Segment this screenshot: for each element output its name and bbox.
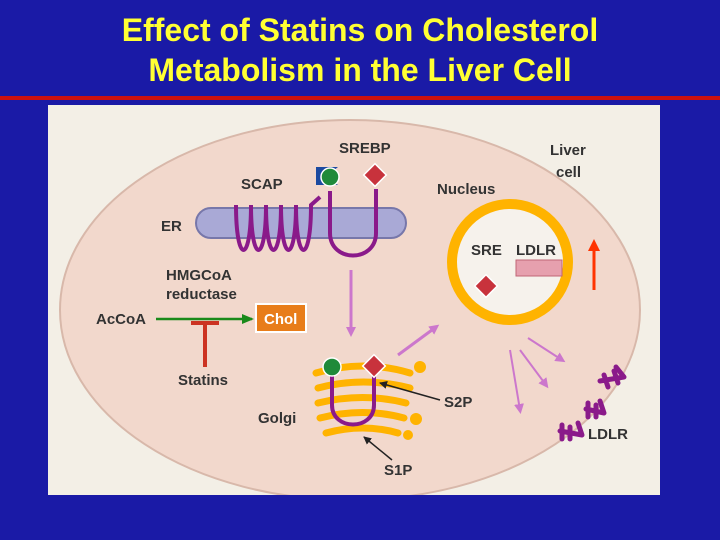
title-divider	[0, 96, 720, 100]
liver-cell-diagram: SREBP Liver cell SCAP Nucleus ER SRE LDL…	[59, 119, 641, 495]
label-chol: Chol	[264, 311, 297, 328]
srebp-red-domain	[362, 162, 388, 188]
slide-title: Effect of Statins on Cholesterol Metabol…	[0, 10, 720, 90]
label-sre: SRE	[471, 242, 502, 259]
golgi-cisterna	[314, 378, 414, 392]
label-acoa: AcCoA	[96, 311, 146, 328]
scap-protein	[234, 195, 322, 252]
ldlr-gene-bar	[515, 259, 563, 277]
label-ldlr-receptor: LDLR	[588, 426, 628, 443]
title-line-1: Effect of Statins on Cholesterol	[121, 12, 599, 48]
s1p-pointer	[363, 436, 393, 461]
srebp-protein-er	[328, 189, 378, 258]
ldlr-traffic-arrow	[527, 337, 566, 363]
label-hmgcoa: HMGCoA	[166, 267, 232, 284]
label-statins: Statins	[178, 372, 228, 389]
golgi-cisterna	[316, 409, 408, 422]
label-liver: Liver	[550, 142, 586, 159]
golgi-vesicle	[414, 361, 426, 373]
srebp-green-domain	[320, 167, 340, 187]
title-line-2: Metabolism in the Liver Cell	[148, 52, 572, 88]
s2p-pointer	[379, 381, 441, 401]
label-reductase: reductase	[166, 286, 237, 303]
label-nucleus: Nucleus	[437, 181, 495, 198]
sre-red-domain	[473, 273, 499, 299]
label-s2p: S2P	[444, 394, 472, 411]
label-cell: cell	[556, 164, 581, 181]
golgi-cisterna	[322, 424, 402, 437]
golgi-cisterna	[314, 394, 410, 407]
label-srebp: SREBP	[339, 140, 391, 157]
diagram-panel: SREBP Liver cell SCAP Nucleus ER SRE LDL…	[48, 105, 660, 495]
label-ldlr-gene: LDLR	[516, 242, 556, 259]
ldlr-traffic-arrow	[519, 349, 549, 389]
golgi-to-nucleus-arrow	[397, 324, 440, 357]
label-golgi: Golgi	[258, 410, 296, 427]
golgi-vesicle	[410, 413, 422, 425]
ldl-receptor-icon	[557, 364, 627, 442]
golgi-vesicle	[403, 430, 413, 440]
chol-box	[255, 303, 307, 333]
ldlr-traffic-arrow	[509, 349, 524, 414]
srebp-protein-golgi	[330, 369, 376, 427]
srebp-red-domain-golgi	[361, 353, 387, 379]
srebp-green-domain-golgi	[322, 357, 342, 377]
label-er: ER	[161, 218, 182, 235]
label-scap: SCAP	[241, 176, 283, 193]
label-s1p: S1P	[384, 462, 412, 479]
